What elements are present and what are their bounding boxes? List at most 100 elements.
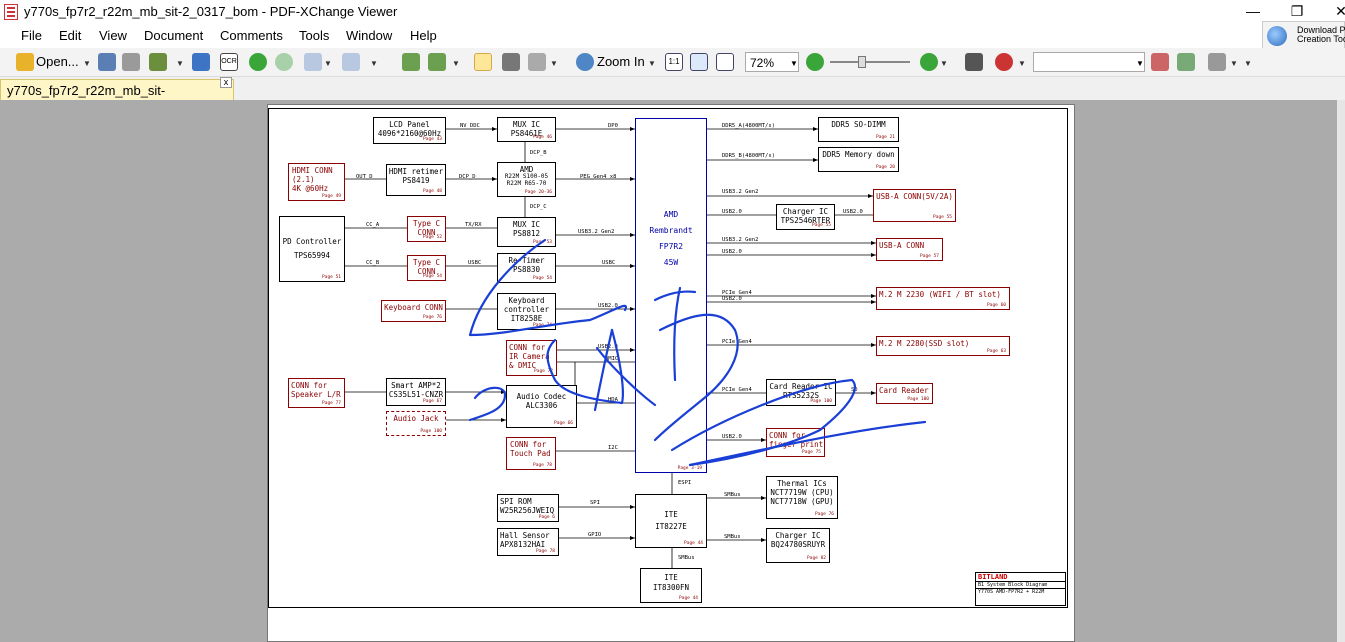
actual-size-icon[interactable]: 1:1	[665, 53, 683, 71]
settings-icon[interactable]	[1208, 53, 1226, 71]
menu-window[interactable]: Window	[346, 28, 393, 43]
search-input[interactable]: ▼	[1033, 52, 1145, 72]
zoom-in-button[interactable]: Zoom In	[597, 54, 645, 69]
vertical-scrollbar[interactable]	[1337, 100, 1345, 642]
cpu-line1: AMD	[663, 210, 679, 219]
forward-icon[interactable]	[275, 53, 293, 71]
properties-icon[interactable]	[192, 53, 210, 71]
fit-page-icon[interactable]	[690, 53, 708, 71]
schematic-title-block: BITLAND B1 System Block Diagram Y770S AM…	[975, 572, 1066, 606]
sheet-border	[268, 108, 1068, 608]
redo-icon[interactable]	[342, 53, 360, 71]
menu-help[interactable]: Help	[410, 28, 437, 43]
signal-nv-ddc: NV DDC	[460, 123, 480, 129]
save-icon[interactable]	[98, 53, 116, 71]
menu-file[interactable]: File	[21, 28, 42, 43]
select-text-icon[interactable]	[528, 53, 546, 71]
find-icon[interactable]	[1151, 53, 1169, 71]
signal-usb20-c: USB2.0	[722, 209, 742, 215]
signal-i2c: I2C	[608, 445, 618, 451]
rotate-dropdown-icon[interactable]: ▼	[452, 59, 460, 68]
signal-dcp-d: DCP_D	[459, 174, 476, 180]
menu-view[interactable]: View	[99, 28, 127, 43]
signal-usb20-cam: USB2.0	[598, 344, 618, 350]
close-button[interactable]: ✕	[1335, 3, 1345, 19]
signal-dmic: DMIC	[605, 356, 619, 362]
search-dropdown-icon[interactable]: ▼	[1136, 59, 1144, 68]
redo-dropdown-icon[interactable]: ▼	[370, 59, 378, 68]
zoom-out-icon[interactable]	[806, 53, 824, 71]
signal-pcie-gen4-ssd: PCIe Gen4	[722, 339, 752, 345]
zoom-plus-icon[interactable]	[920, 53, 938, 71]
signal-ddr5-a: DDR5_A(4800MT/s)	[722, 123, 775, 129]
signal-gpio: GPIO	[588, 532, 602, 538]
signal-ddr5-b: DDR5_B(4800MT/s)	[722, 153, 775, 159]
stamp-dropdown-icon[interactable]: ▼	[1018, 59, 1026, 68]
menu-edit[interactable]: Edit	[59, 28, 82, 43]
cpu-line2: Rembrandt	[649, 226, 693, 235]
zoom-level-value: 72%	[750, 56, 775, 70]
ocr-icon[interactable]: OCR	[220, 53, 238, 71]
open-folder-icon[interactable]	[16, 53, 34, 71]
rotate-icon[interactable]	[402, 53, 420, 71]
document-tab-bar: y770s_fp7r2_r22m_mb_sit-2_0317_bom	[0, 77, 1345, 113]
signal-usb32-gen2-a: USB3.2 Gen2	[578, 229, 615, 235]
print-icon[interactable]	[122, 53, 140, 71]
stamp-icon[interactable]	[995, 53, 1013, 71]
zoom-level-combo[interactable]: 72% ▼	[745, 52, 799, 72]
snapshot-icon[interactable]	[502, 53, 520, 71]
zoom-in-dropdown-icon[interactable]: ▼	[648, 59, 656, 68]
signal-sd: SD	[851, 387, 858, 393]
zoom-plus-dropdown-icon[interactable]: ▼	[940, 59, 948, 68]
open-dropdown-icon[interactable]: ▼	[83, 59, 91, 68]
signal-espi: ESPI	[678, 480, 692, 486]
menu-comments[interactable]: Comments	[220, 28, 283, 43]
signal-dcp-c: DCP_C	[530, 204, 547, 210]
zoom-slider[interactable]	[830, 61, 910, 63]
signal-spi: SPI	[590, 500, 600, 506]
signal-usb32-gen2-c: USB3.2 Gen2	[722, 237, 759, 243]
settings-dropdown-icon[interactable]: ▼	[1230, 59, 1238, 68]
zoom-slider-thumb[interactable]	[858, 56, 866, 68]
restore-button[interactable]: ❐	[1290, 3, 1304, 19]
zoom-in-icon[interactable]	[576, 53, 594, 71]
zoom-level-dropdown-icon[interactable]: ▼	[790, 59, 798, 68]
title-block-brand: BITLAND	[978, 573, 1008, 581]
undo-icon[interactable]	[304, 53, 322, 71]
menu-tools[interactable]: Tools	[299, 28, 330, 43]
toolbar-overflow-icon[interactable]: ▼	[1244, 59, 1252, 68]
back-icon[interactable]	[249, 53, 267, 71]
email-dropdown-icon[interactable]: ▼	[176, 59, 184, 68]
signal-cc-b: CC_B	[366, 260, 380, 266]
menu-bar: File Edit View Document Comments Tools W…	[0, 24, 1345, 48]
menu-document[interactable]: Document	[144, 28, 204, 43]
binoculars-icon[interactable]	[965, 53, 983, 71]
email-icon[interactable]	[149, 53, 167, 71]
undo-dropdown-icon[interactable]: ▼	[324, 59, 332, 68]
tab-close-button[interactable]: x	[220, 77, 232, 88]
toolbar: Open... ▼ ▼ OCR ▼ ▼ ▼ ▼ Zoom In ▼ 1:1 72…	[0, 48, 1345, 77]
document-tab[interactable]: y770s_fp7r2_r22m_mb_sit-2_0317_bom	[0, 79, 234, 113]
rotate-right-icon[interactable]	[428, 53, 446, 71]
open-button[interactable]: Open...	[36, 54, 79, 69]
minimize-button[interactable]: —	[1246, 3, 1260, 19]
select-dropdown-icon[interactable]: ▼	[550, 59, 558, 68]
find-next-icon[interactable]	[1177, 53, 1195, 71]
signal-usb32-gen2-b: USB3.2 Gen2	[722, 189, 759, 195]
hand-tool-icon[interactable]	[474, 53, 492, 71]
fit-width-icon[interactable]	[716, 53, 734, 71]
